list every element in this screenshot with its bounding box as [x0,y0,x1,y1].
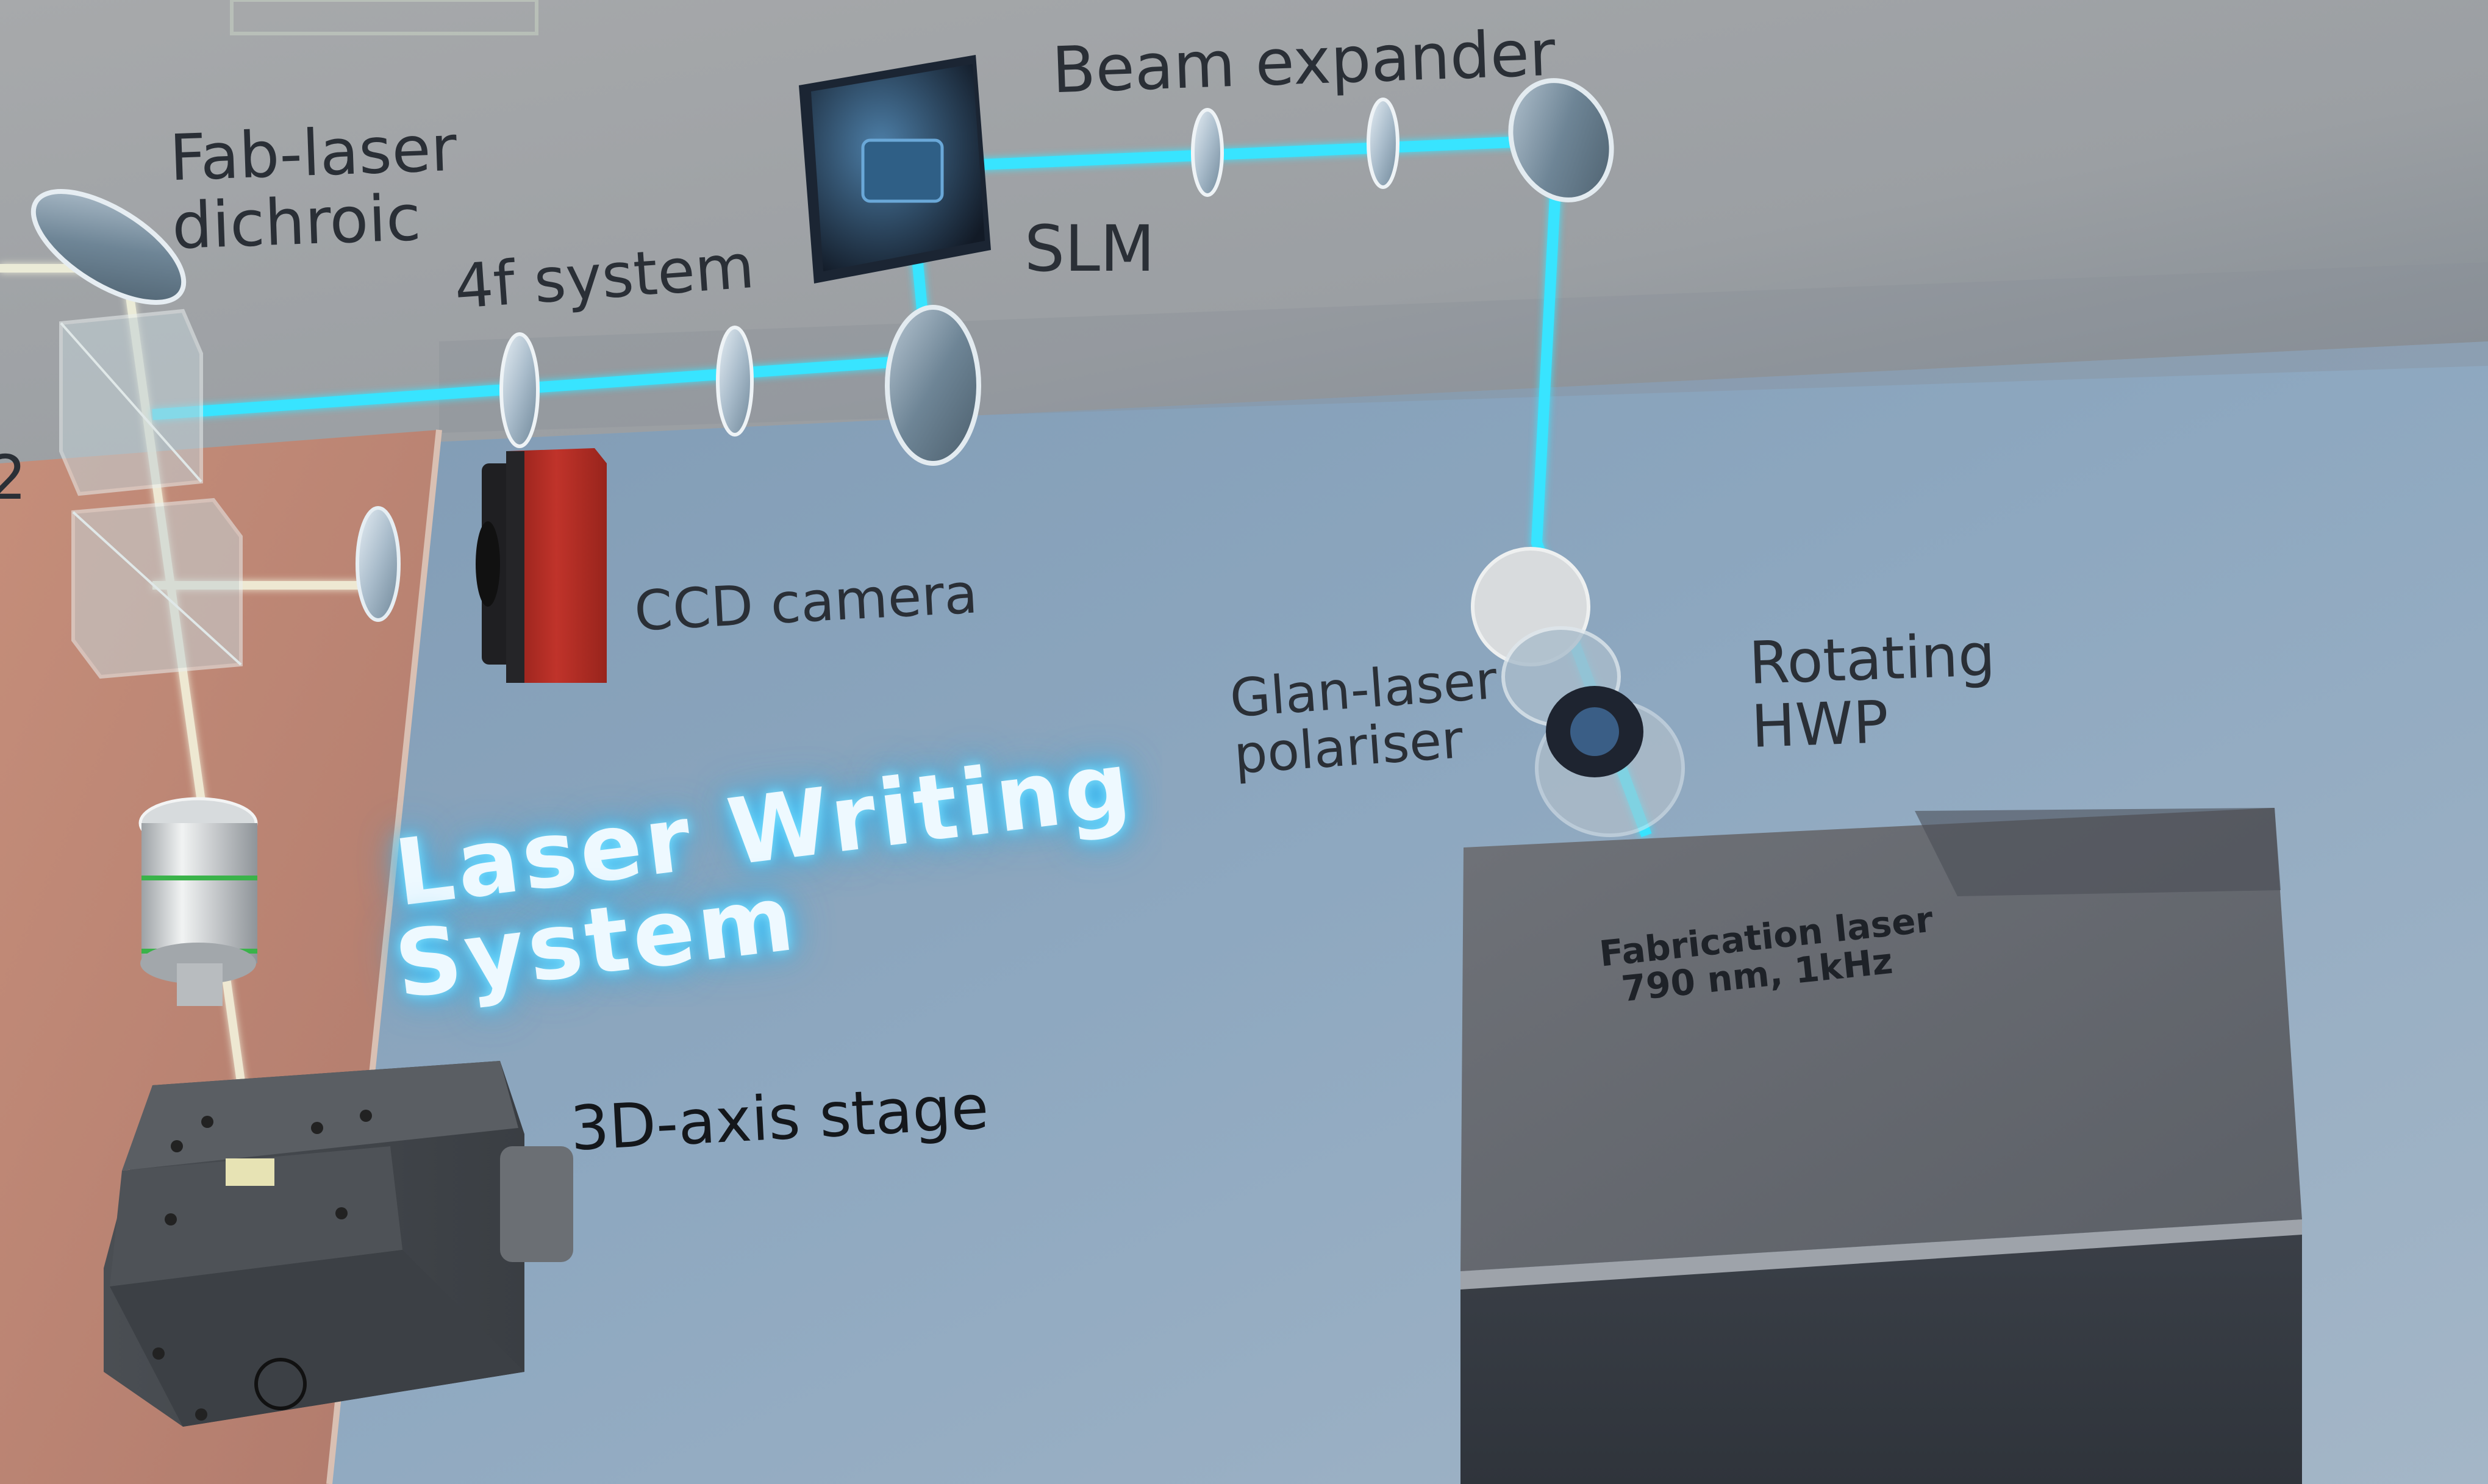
fold-mirror [1508,78,1614,202]
beamsplitter-cube-upper [59,309,203,496]
4f-lens-2 [716,326,754,437]
label-slm: SLM [1024,212,1155,286]
expander-lens-1 [1191,108,1224,197]
label-edge-digit: 2 [0,442,27,513]
label-glan-laser-polariser: Glan-laser polariser [1228,650,1503,786]
label-hwp-line1: Rotating [1748,621,1996,698]
3d-axis-stage [104,1061,573,1427]
beamsplitter-cube-lower [71,498,243,679]
tube-lens [356,506,401,622]
label-hwp-line2: HWP [1750,687,1890,761]
label-rotating-hwp: Rotating HWP [1748,621,1999,761]
label-fab-laser-dichroic: Fab-laser dichroic [168,111,460,264]
background-frame [230,0,538,35]
fabrication-laser-box [1460,808,2302,1484]
ccd-camera [476,448,607,683]
slm-device [799,55,991,284]
label-dichroic-line2: dichroic [170,180,423,264]
4f-lens-1 [499,332,540,448]
polariser-hwp-assembly [1471,547,1685,837]
back-wall [0,0,2488,463]
expander-lens-2 [1367,98,1400,189]
dichroic-mirror [30,189,187,305]
objective-lens [138,797,258,1006]
steering-mirror [885,305,981,466]
label-beam-expander: Beam expander [1051,15,1557,108]
